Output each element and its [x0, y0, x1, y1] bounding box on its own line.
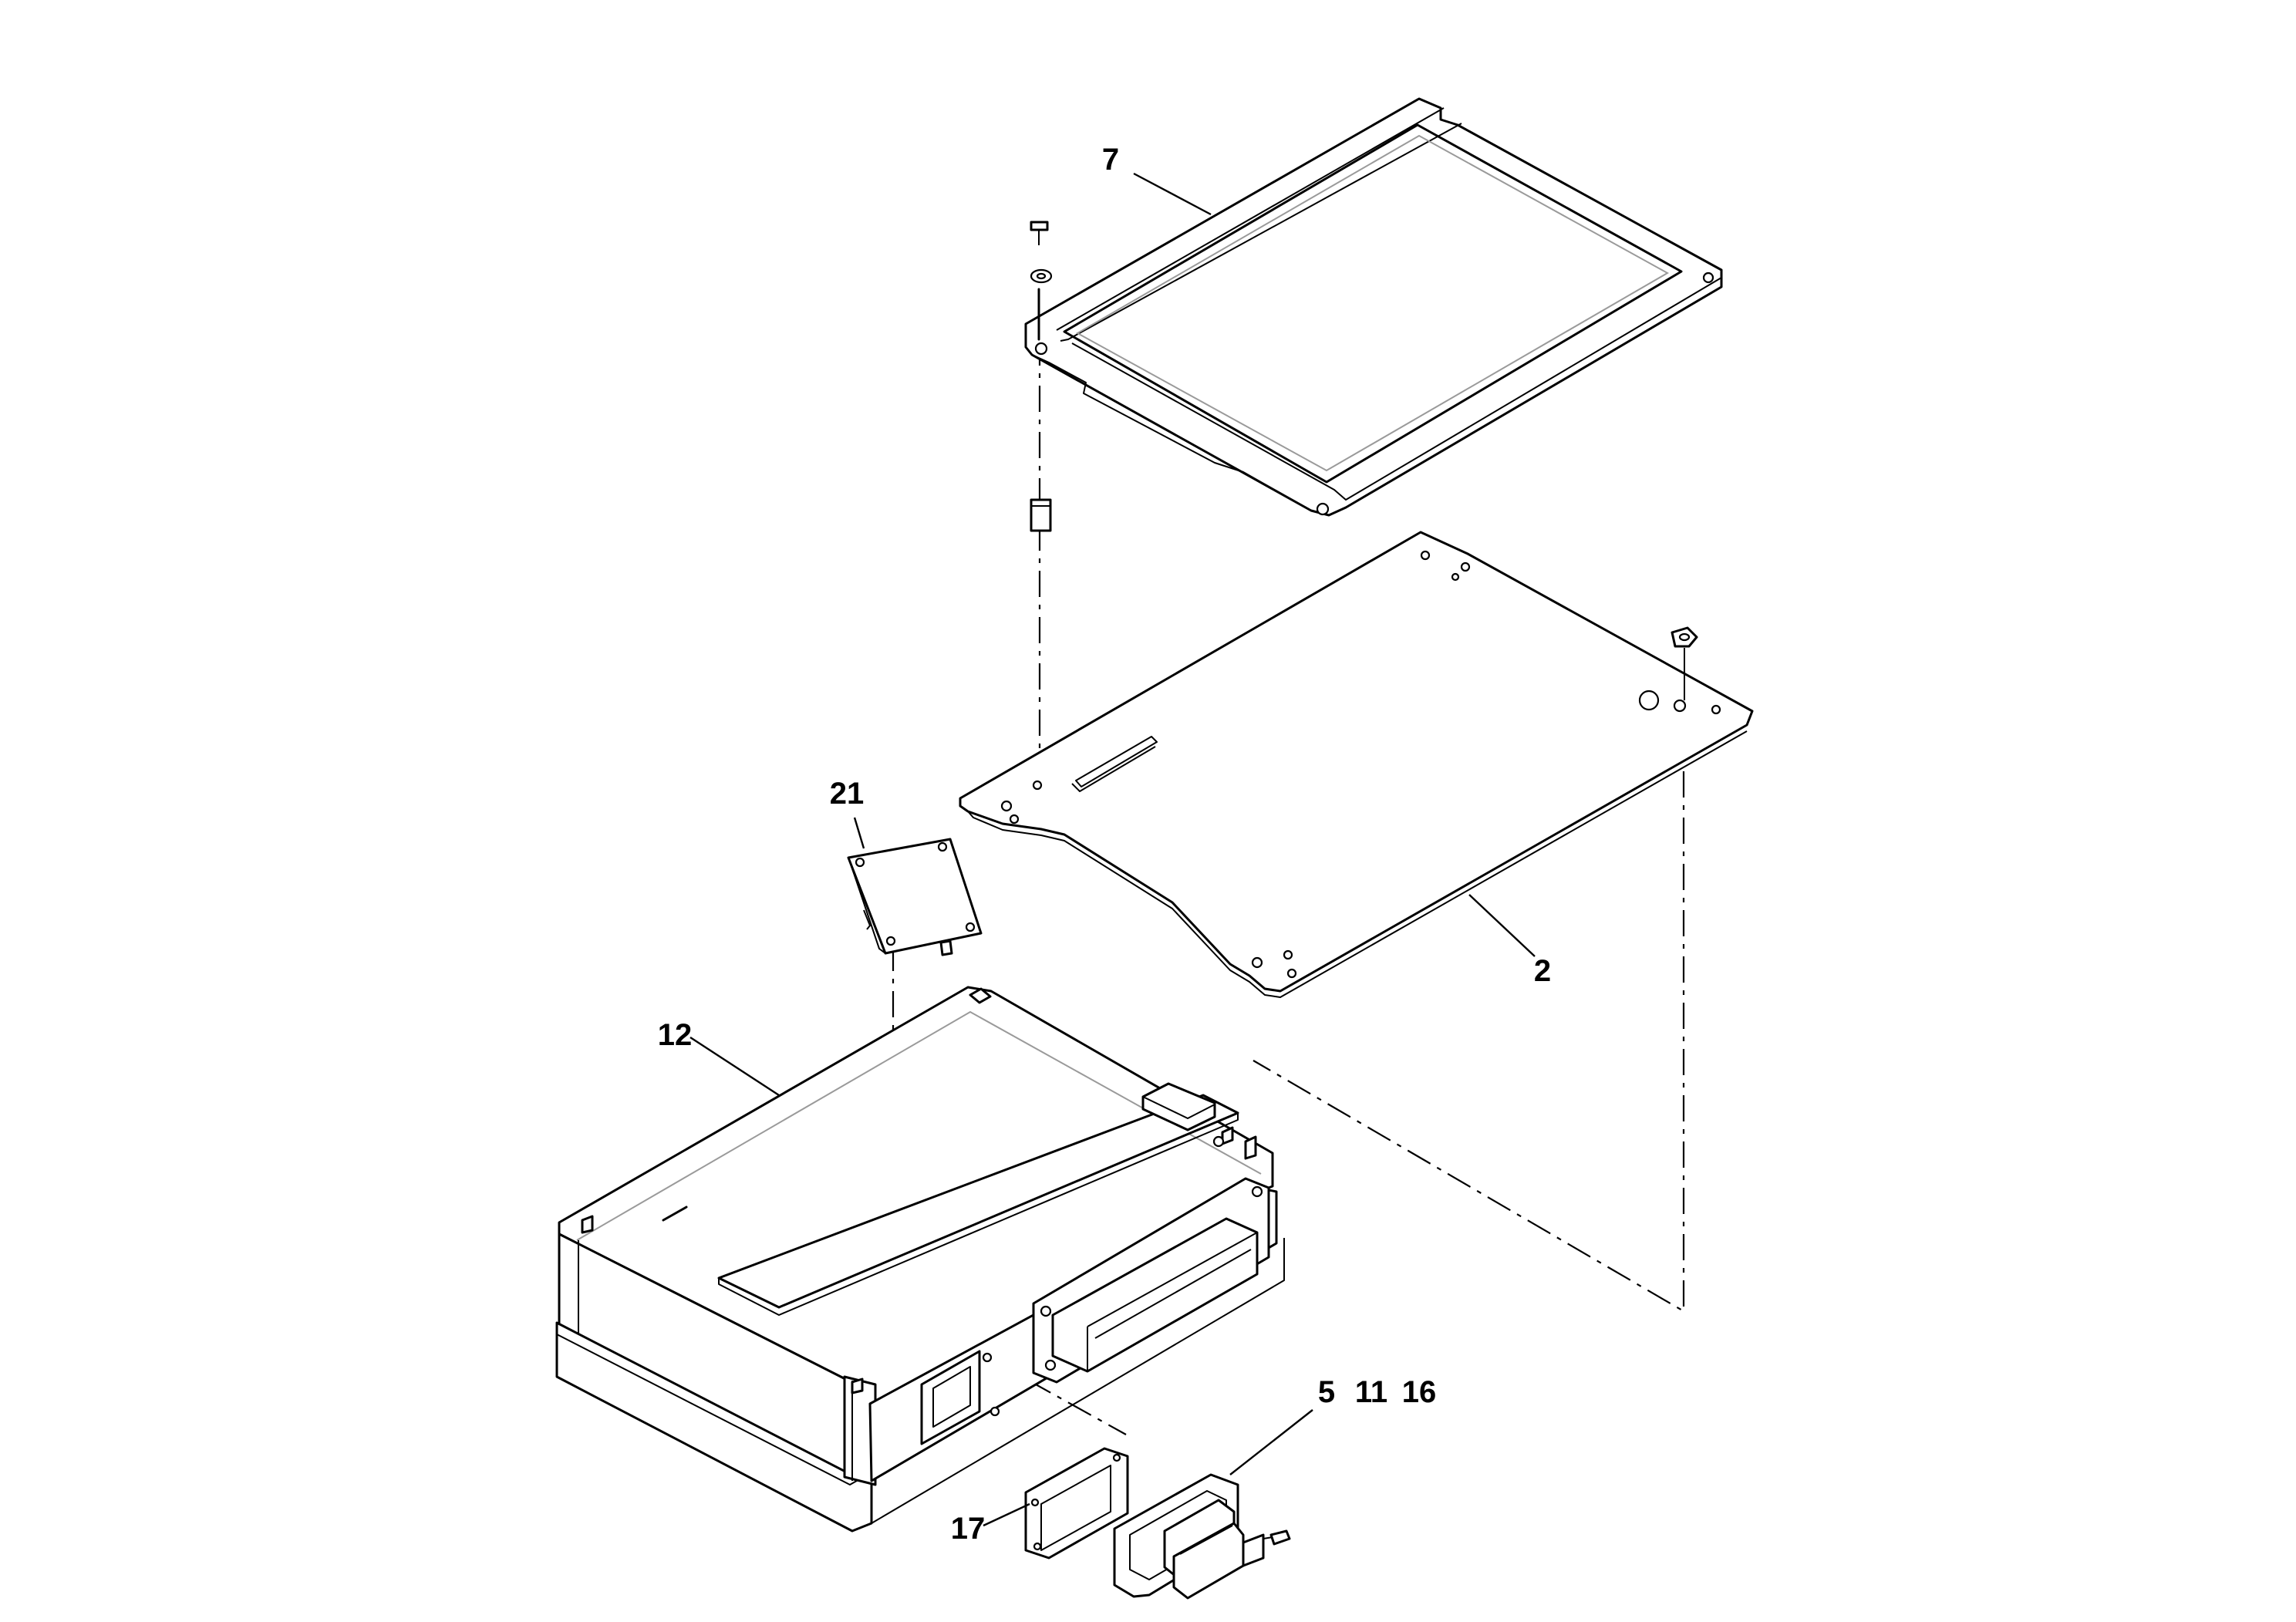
part-labels: 7 21 2 12 5 11 16 17 — [658, 143, 1551, 1546]
display-panel-part-7 — [1024, 97, 1723, 517]
label-part-17: 17 — [951, 1512, 986, 1546]
label-part-16: 16 — [1402, 1375, 1437, 1409]
label-part-12: 12 — [658, 1018, 693, 1052]
label-part-5: 5 — [1318, 1375, 1335, 1409]
connector-part-5-11-16 — [1113, 1473, 1291, 1600]
circuit-card-part-21 — [847, 838, 983, 956]
nut — [1671, 626, 1698, 700]
label-part-21: 21 — [830, 777, 865, 811]
housing-part-12 — [555, 986, 1285, 1533]
base-plate-part-2 — [959, 531, 1754, 998]
label-part-2: 2 — [1534, 954, 1551, 988]
gasket-part-17 — [1024, 1447, 1129, 1560]
screw-stack — [1030, 221, 1053, 532]
label-part-7: 7 — [1102, 143, 1119, 177]
leader-lines — [689, 172, 1536, 1527]
label-part-11: 11 — [1355, 1375, 1387, 1409]
